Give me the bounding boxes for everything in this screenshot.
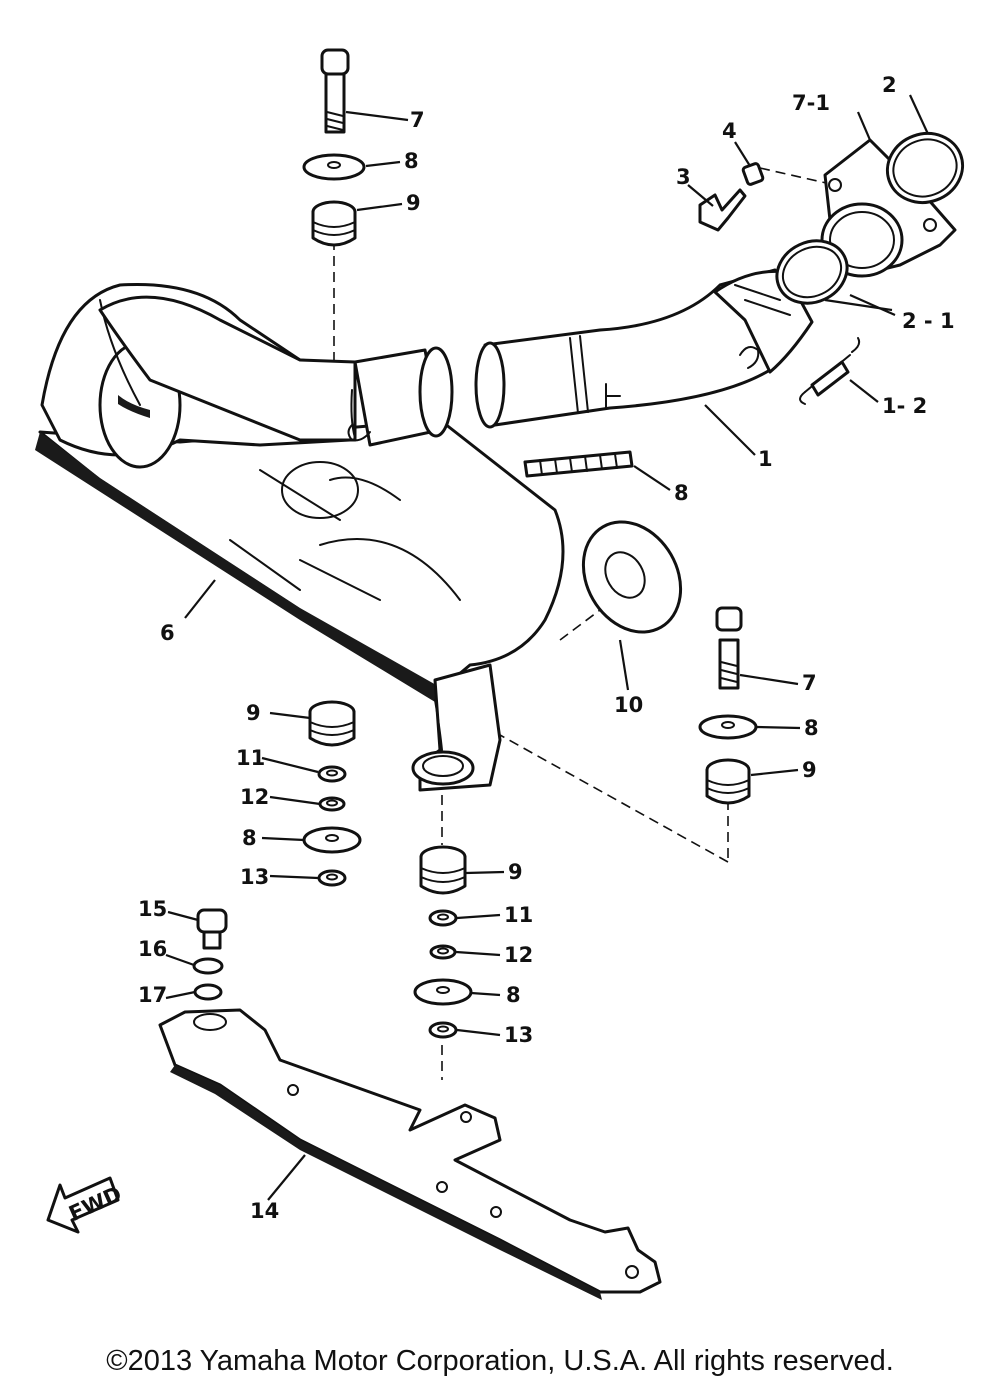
grommet-part-10 bbox=[581, 520, 683, 634]
collar-part-11-left bbox=[317, 765, 347, 783]
label-13-left: 13 bbox=[240, 865, 269, 889]
bracket-part-14 bbox=[158, 1008, 662, 1300]
spring-part-8-mid bbox=[523, 450, 634, 478]
label-15: 15 bbox=[138, 897, 167, 921]
collar-part-11-center bbox=[428, 909, 458, 927]
washer-part-8-right bbox=[698, 714, 758, 740]
muffler-outlet-pipe bbox=[98, 295, 454, 447]
callout-labels: 7 8 9 7-1 2 4 3 2 - 1 1- 2 1 8 6 10 7 8 … bbox=[138, 73, 955, 1223]
spring-part-1-2 bbox=[799, 337, 861, 405]
label-9-top: 9 bbox=[406, 191, 421, 215]
label-11-left: 11 bbox=[236, 746, 265, 770]
label-1-2: 1- 2 bbox=[882, 394, 927, 418]
label-9-center: 9 bbox=[508, 860, 523, 884]
forward-direction-arrow: FWD bbox=[46, 1176, 125, 1234]
leader-lines bbox=[165, 94, 929, 1201]
damper-part-9-right bbox=[705, 758, 751, 805]
washer-part-12-left bbox=[318, 796, 346, 812]
label-8-right: 8 bbox=[804, 716, 819, 740]
copyright-notice: ©2013 Yamaha Motor Corporation, U.S.A. A… bbox=[106, 1345, 894, 1377]
label-17: 17 bbox=[138, 983, 167, 1007]
label-11-center: 11 bbox=[504, 903, 533, 927]
label-7-1: 7-1 bbox=[792, 91, 830, 115]
washer-part-12-center bbox=[429, 944, 457, 960]
rings-part-2-1 bbox=[775, 239, 849, 305]
label-1: 1 bbox=[758, 447, 773, 471]
washer-part-13-left bbox=[317, 869, 347, 887]
label-13-center: 13 bbox=[504, 1023, 533, 1047]
label-16: 16 bbox=[138, 937, 167, 961]
label-7-top: 7 bbox=[410, 108, 425, 132]
label-12-left: 12 bbox=[240, 785, 269, 809]
washer-part-13-center bbox=[428, 1021, 458, 1039]
label-4: 4 bbox=[722, 119, 737, 143]
assembly-centerlines bbox=[333, 167, 836, 1080]
label-9-right: 9 bbox=[802, 758, 817, 782]
washer-part-16 bbox=[192, 957, 224, 975]
washer-part-8-center bbox=[413, 978, 473, 1006]
bolt-part-3 bbox=[698, 188, 747, 232]
washer-part-8-top bbox=[302, 153, 366, 181]
label-8-top: 8 bbox=[404, 149, 419, 173]
washer-part-17 bbox=[193, 983, 223, 1001]
label-14: 14 bbox=[250, 1199, 279, 1223]
label-3: 3 bbox=[676, 165, 691, 189]
exhaust-pipe-part-1 bbox=[474, 268, 814, 429]
label-12-center: 12 bbox=[504, 943, 533, 967]
label-7-right: 7 bbox=[802, 671, 817, 695]
label-2-1: 2 - 1 bbox=[902, 309, 955, 333]
gasket-part-2 bbox=[885, 132, 965, 204]
muffler-bracket-foot bbox=[411, 663, 502, 792]
damper-part-9-top bbox=[311, 200, 357, 247]
label-6: 6 bbox=[160, 621, 175, 645]
label-2: 2 bbox=[882, 73, 897, 97]
label-8-spring: 8 bbox=[674, 481, 689, 505]
bolt-part-15 bbox=[196, 908, 228, 950]
damper-part-9-left bbox=[308, 700, 356, 747]
nut-part-4 bbox=[741, 162, 765, 186]
bolt-part-7-top bbox=[320, 48, 350, 134]
label-10: 10 bbox=[614, 693, 643, 717]
label-8-center: 8 bbox=[506, 983, 521, 1007]
bolt-part-7-right bbox=[715, 606, 743, 690]
washer-part-8-left bbox=[302, 826, 362, 854]
damper-part-9-center bbox=[419, 845, 467, 895]
label-8-left: 8 bbox=[242, 826, 257, 850]
label-9-left: 9 bbox=[246, 701, 261, 725]
